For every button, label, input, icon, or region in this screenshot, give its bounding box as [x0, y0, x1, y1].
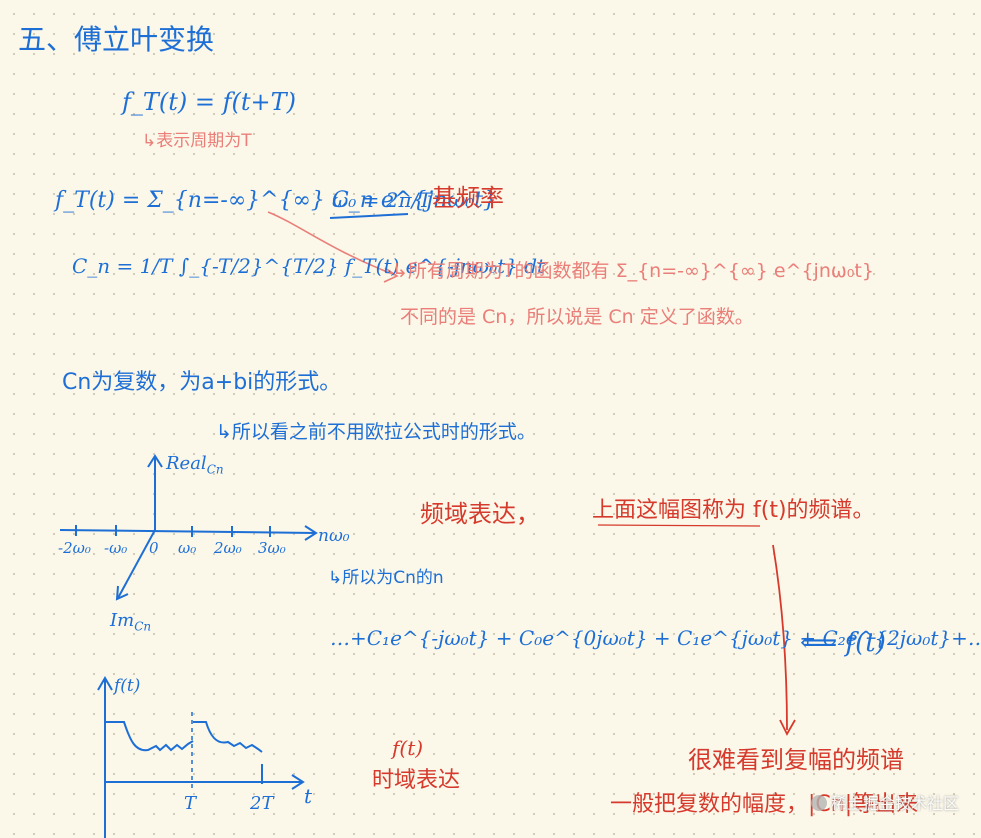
- omega-definition: ω₀ = 2π/T: [332, 188, 432, 212]
- plot-y-label: f(t): [114, 676, 141, 696]
- watermark-logo-icon: [810, 795, 827, 811]
- section-title: 五、傅立叶变换: [18, 23, 215, 56]
- tick-w: ω₀: [178, 539, 197, 557]
- watermark: 稀土掘金技术社区: [810, 790, 959, 814]
- signal-curve-2: [193, 721, 263, 753]
- spectrum-note: 上面这幅图称为 f(t)的频谱。: [592, 498, 875, 523]
- euler-note: ↳所以看之前不用欧拉公式时的形式。: [216, 421, 536, 443]
- signal-curve: [106, 721, 194, 752]
- red-down-arrow: [772, 544, 788, 731]
- omega-underline: [329, 213, 409, 219]
- real-axis-text: Real: [166, 453, 207, 474]
- fourier-series-formula: f_T(t) = Σ_{n=-∞}^{∞} C_n e^{jnω₀t}: [55, 188, 497, 213]
- omega-label: 基频率: [432, 184, 504, 212]
- n-axis-label: nω₀: [318, 526, 350, 546]
- cn-n-note: ↳所以为Cn的n: [328, 568, 444, 588]
- tick-2w: 2ω₀: [214, 539, 242, 557]
- plot-tick-T: T: [184, 793, 197, 814]
- imag-axis-label: ImCn: [110, 612, 151, 633]
- cn-complex-note: Cn为复数，为a+bi的形式。: [62, 370, 342, 395]
- tick-neg-2w: -2ω₀: [58, 539, 91, 557]
- periodic-note-line1: ↳所有周期为T的函数都有 Σ_{n=-∞}^{∞} e^{jnω₀t}: [392, 260, 874, 282]
- real-axis-sub: Cn: [206, 462, 224, 477]
- real-axis-label: RealCn: [166, 455, 224, 476]
- watermark-text: 稀土掘金技术社区: [830, 794, 959, 813]
- coefficient-formula: C_n = 1/T ∫_{-T/2}^{T/2} f_T(t) e^{-jnω₀…: [72, 254, 546, 278]
- pink-connector-arrow: [267, 211, 396, 276]
- tick-neg-w: -ω₀: [104, 539, 128, 557]
- conclusion-line1: 很难看到复幅的频谱: [688, 746, 904, 774]
- periodic-note-line2: 不同的是 Cn，所以说是 Cn 定义了函数。: [400, 306, 754, 328]
- plot-tick-2T: 2T: [250, 793, 274, 814]
- frequency-domain-label: 频域表达，: [420, 500, 540, 528]
- n-axis: [59, 529, 316, 534]
- tick-zero: 0: [149, 539, 159, 557]
- imag-axis-sub: Cn: [134, 619, 152, 634]
- arrow-f-of-t: ⟸ f(t): [800, 628, 886, 658]
- series-expansion: …+C₁e^{-jω₀t} + C₀e^{0jω₀t} + C₁e^{jω₀t}…: [330, 626, 981, 650]
- imag-axis-text: Im: [110, 610, 135, 631]
- time-domain-label: 时域表达: [372, 768, 461, 793]
- plot-x-label: t: [304, 784, 313, 808]
- periodic-function-definition: f_T(t) = f(t+T): [122, 88, 296, 116]
- tick-3w: 3ω₀: [258, 539, 286, 557]
- conclusion-line2: 一般把复数的幅度，|Cn|等出来: [610, 792, 919, 817]
- imag-axis: [117, 529, 156, 599]
- period-note: ↳表示周期为T: [142, 131, 252, 151]
- time-f-label: f(t): [392, 736, 424, 760]
